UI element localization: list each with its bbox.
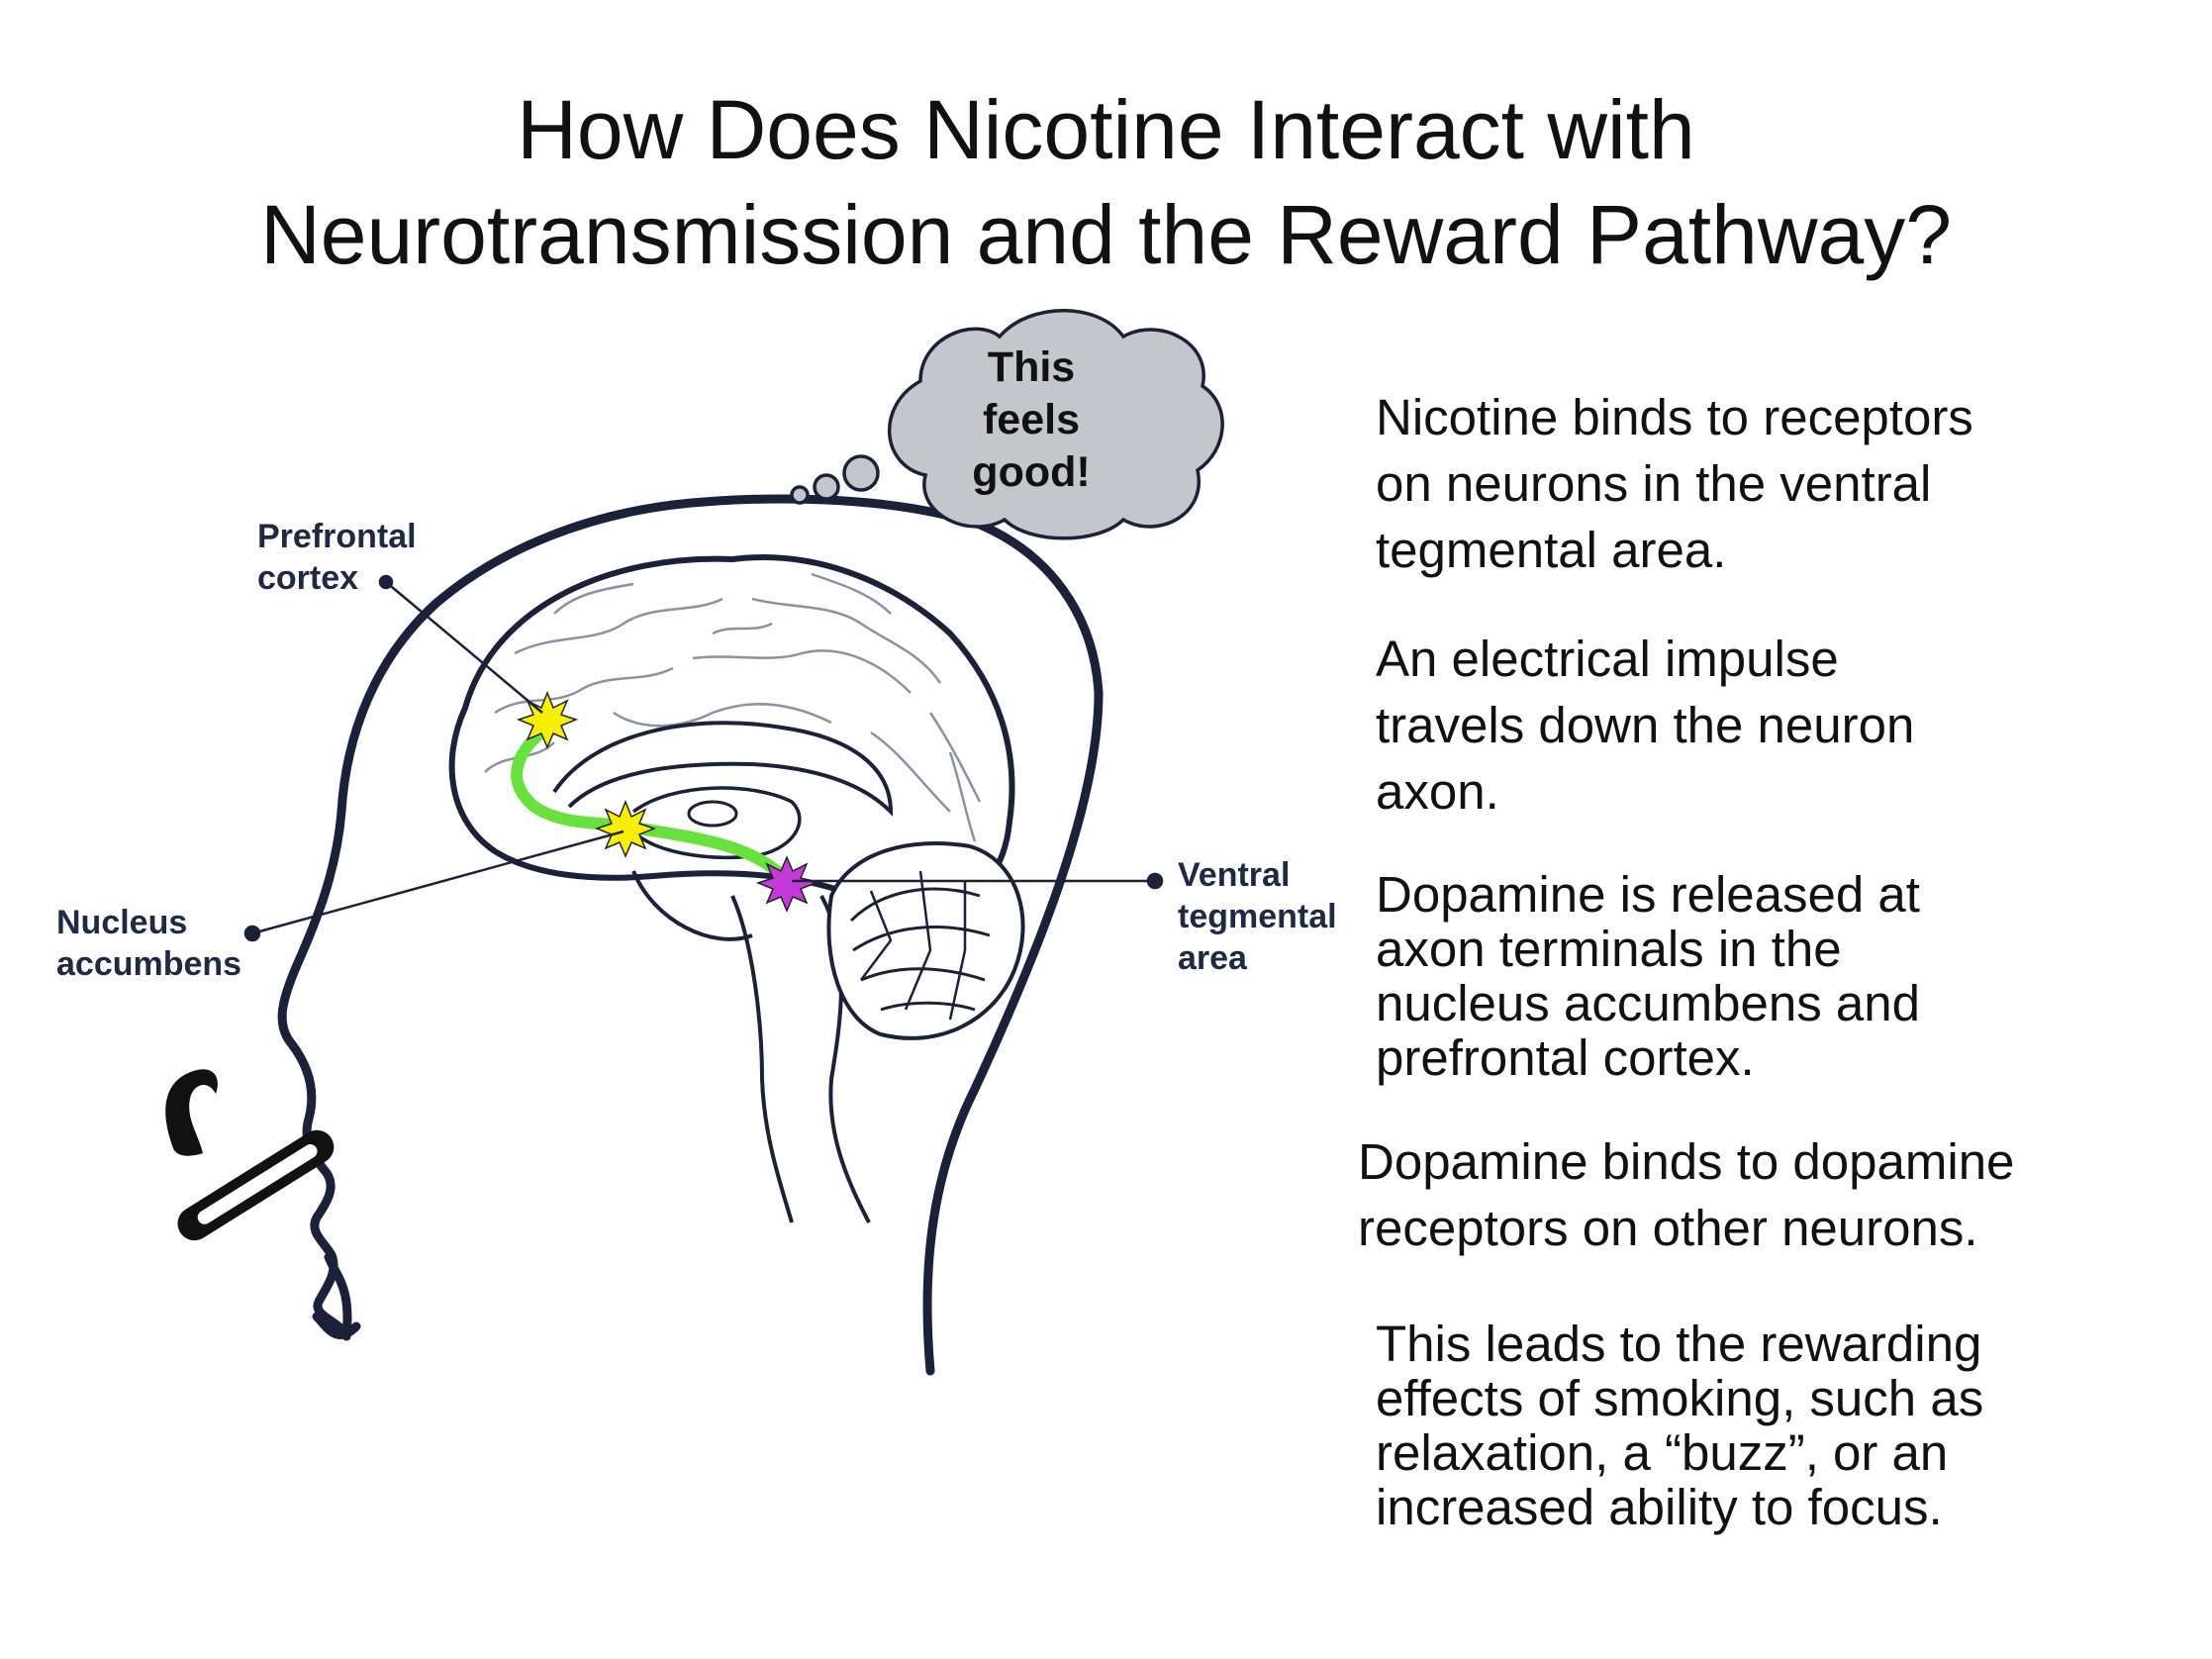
page-title: How Does Nicotine Interact with Neurotra… [0, 77, 2212, 287]
thought-cloud-icon [790, 309, 1224, 540]
title-line-2: Neurotransmission and the Reward Pathway… [260, 188, 1952, 281]
cloud-text-line-2: feels [983, 396, 1080, 443]
cloud-text-line-1: This [988, 343, 1075, 391]
step-4-line-1: Dopamine binds to dopamine [1358, 1133, 2015, 1190]
label-vta-line-2: tegmental [1178, 898, 1337, 935]
label-prefrontal-line-2: cortex [257, 559, 358, 597]
nucleus-accumbens-burst-icon [594, 799, 657, 858]
corpus-callosum [552, 721, 894, 817]
step-5-line-2: effects of smoking, such as [1376, 1370, 1984, 1426]
step-3-line-3: nucleus accumbens and [1376, 975, 1921, 1031]
label-nucleus-line-1: Nucleus [56, 904, 187, 941]
step-3-text: Dopamine is released at axon terminals i… [1376, 867, 1920, 1085]
step-1-text: Nicotine binds to receptors on neurons i… [1376, 384, 1973, 583]
cloud-bubble-medium [813, 473, 840, 501]
step-5-line-3: relaxation, a “buzz”, or an [1376, 1424, 1949, 1481]
thalamus [631, 786, 802, 860]
label-vta-line-1: Ventral [1178, 856, 1290, 894]
step-2-text: An electrical impulse travels down the n… [1376, 626, 1914, 825]
cloud-shape [887, 309, 1224, 540]
label-nucleus-line-2: accumbens [56, 945, 241, 983]
step-4-line-2: receptors on other neurons. [1358, 1200, 1978, 1256]
step-1-line-2: on neurons in the ventral [1376, 455, 1932, 512]
reward-pathway [511, 722, 788, 882]
label-prefrontal-line-1: Prefrontal [257, 518, 417, 555]
step-2-line-1: An electrical impulse [1376, 631, 1839, 687]
step-2-line-3: axon. [1376, 763, 1499, 820]
step-1-line-3: tegmental area. [1376, 522, 1727, 578]
title-line-1: How Does Nicotine Interact with [517, 83, 1695, 176]
midbrain-oval [687, 800, 738, 828]
cigarette-icon [177, 1129, 335, 1241]
step-5-line-1: This leads to the rewarding [1376, 1316, 1982, 1372]
step-3-line-1: Dopamine is released at [1376, 866, 1920, 923]
step-3-line-4: prefrontal cortex. [1376, 1029, 1755, 1086]
label-vta-line-3: area [1178, 939, 1248, 977]
vta-burst-icon [755, 855, 818, 913]
step-5-line-4: increased ability to focus. [1376, 1479, 1943, 1535]
brain-icon [448, 554, 1025, 1223]
head-profile-icon [277, 494, 1104, 1376]
step-5-text: This leads to the rewarding effects of s… [1376, 1317, 1983, 1534]
cerebellum [826, 841, 1025, 1040]
step-3-line-2: axon terminals in the [1376, 921, 1842, 977]
cloud-text-line-3: good! [972, 448, 1090, 496]
face-outline [277, 494, 1104, 1376]
smoke-icon [165, 1069, 218, 1156]
cloud-bubble-small [790, 485, 810, 505]
step-2-line-2: travels down the neuron [1376, 697, 1915, 753]
cloud-bubble-large [842, 454, 880, 492]
temporal-lobe [631, 870, 753, 941]
jaw-line [312, 1312, 361, 1339]
step-1-line-1: Nicotine binds to receptors [1376, 389, 1973, 445]
leader-lines [243, 574, 1164, 942]
prefrontal-burst-icon [516, 690, 579, 749]
step-4-text: Dopamine binds to dopamine receptors on … [1358, 1128, 2014, 1261]
